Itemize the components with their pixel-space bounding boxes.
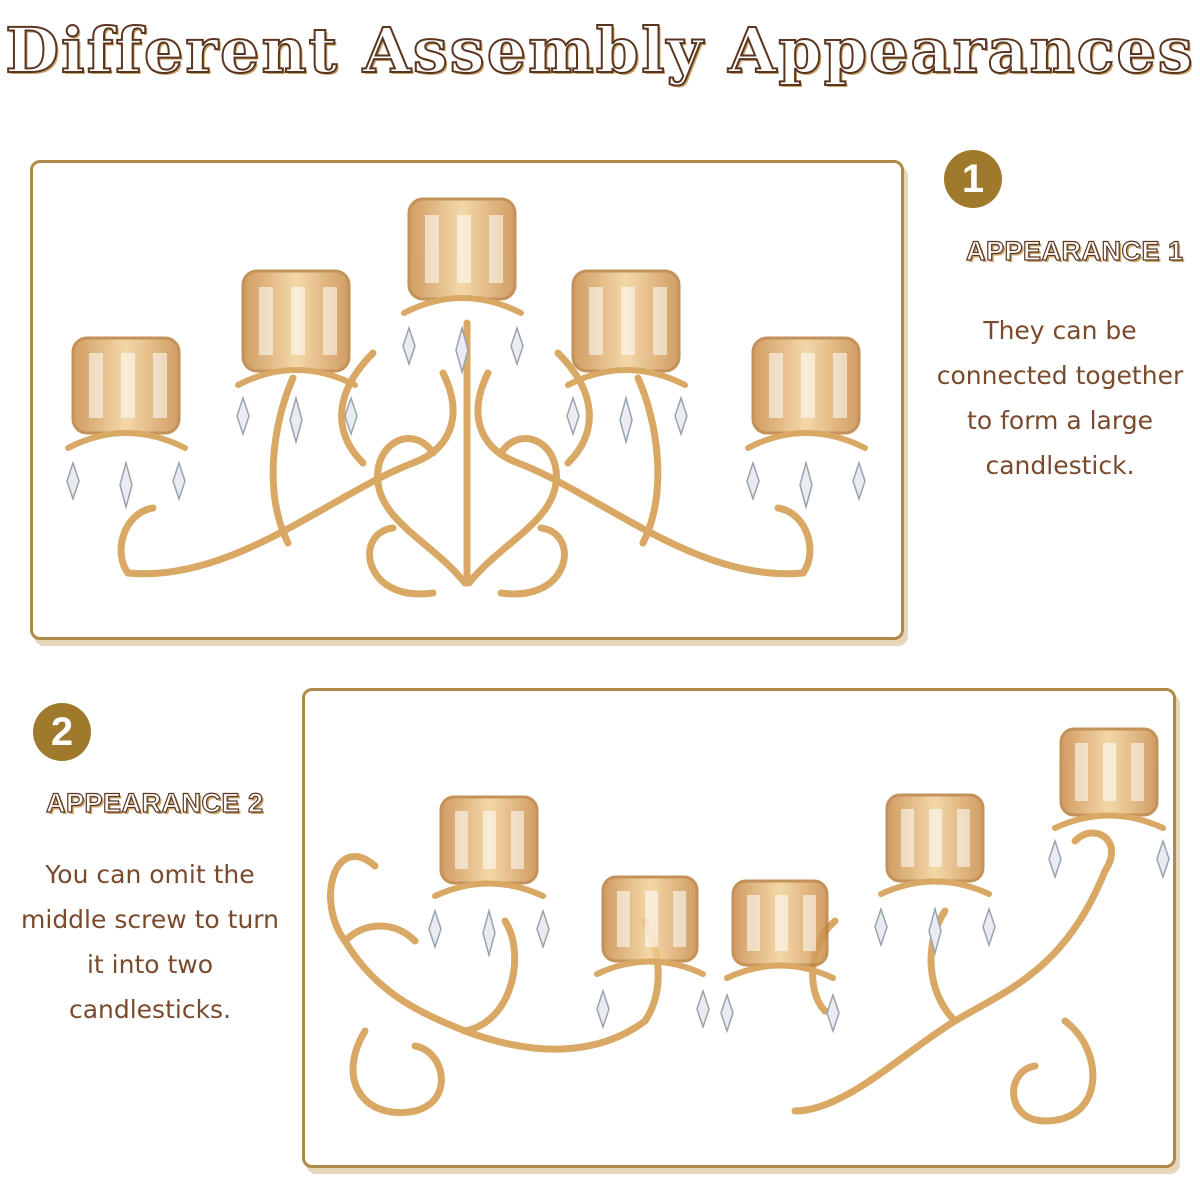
appearance-2-description: You can omit the middle screw to turn it… [21,860,279,1024]
page-title: Different Assembly Appearances [4,13,1195,88]
appearance-2-label: APPEARANCE 2 [45,787,264,818]
appearance-2-number-badge: 2 [33,703,91,761]
appearance-1-image [30,160,904,640]
appearance-2-image [302,688,1176,1168]
appearance-1-number-badge: 1 [944,150,1002,208]
candelabra-five-arm-illustration [65,197,868,598]
appearance-1-label: APPEARANCE 1 [965,235,1184,266]
appearance-1-description: They can be connected together to form a… [936,316,1184,480]
candelabra-two-piece-illustration [327,727,1170,1125]
